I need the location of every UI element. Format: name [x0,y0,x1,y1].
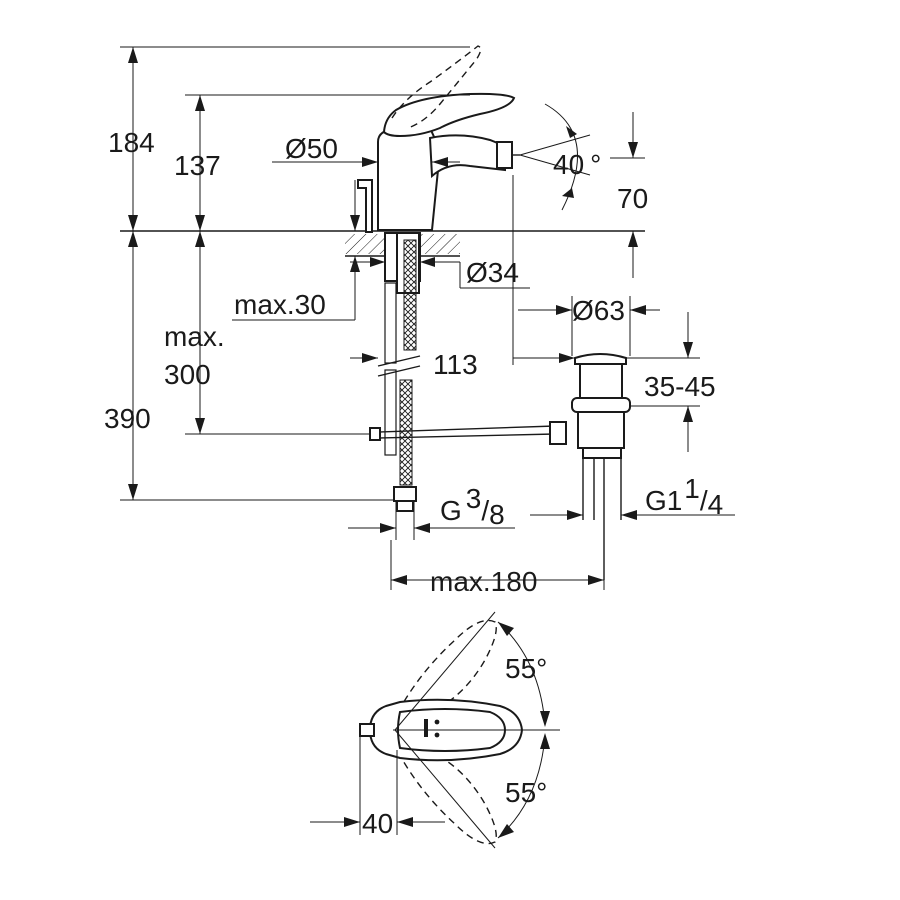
dimension-labels: 184 137 Ø50 40° 70 Ø34 max.30 max. 300 1… [104,127,723,597]
label-40-offset: 40 [362,808,393,839]
label-40-deg: 40° [553,149,601,180]
label-max30: max.30 [234,289,326,320]
label-184: 184 [108,127,155,158]
label-d34: Ø34 [466,257,519,288]
tap-body [357,126,520,233]
side-view: 184 137 Ø50 40° 70 Ø34 max.30 max. 300 1… [104,45,735,597]
label-d63: Ø63 [572,295,625,326]
flexible-hose [377,355,421,512]
label-max: max. [164,321,225,352]
label-137: 137 [174,150,221,181]
label-max180: max.180 [430,566,537,597]
popup-rod [369,421,567,445]
label-55-deg-down: 55° [505,777,547,808]
label-d50: Ø50 [285,133,338,164]
label-113: 113 [433,349,478,380]
top-dimension-labels: 55° 55° 40 [362,653,547,839]
label-35-45: 35-45 [644,371,716,402]
label-390: 390 [104,403,151,434]
waste-assembly [571,353,631,580]
dimension-lines [120,46,735,590]
top-view: 55° 55° 40 [310,611,560,849]
shank [384,232,421,364]
top-dimension-lines [310,611,560,849]
label-55-deg-up: 55° [505,653,547,684]
lever [382,45,516,138]
label-70: 70 [617,183,648,214]
label-300: 300 [164,359,211,390]
